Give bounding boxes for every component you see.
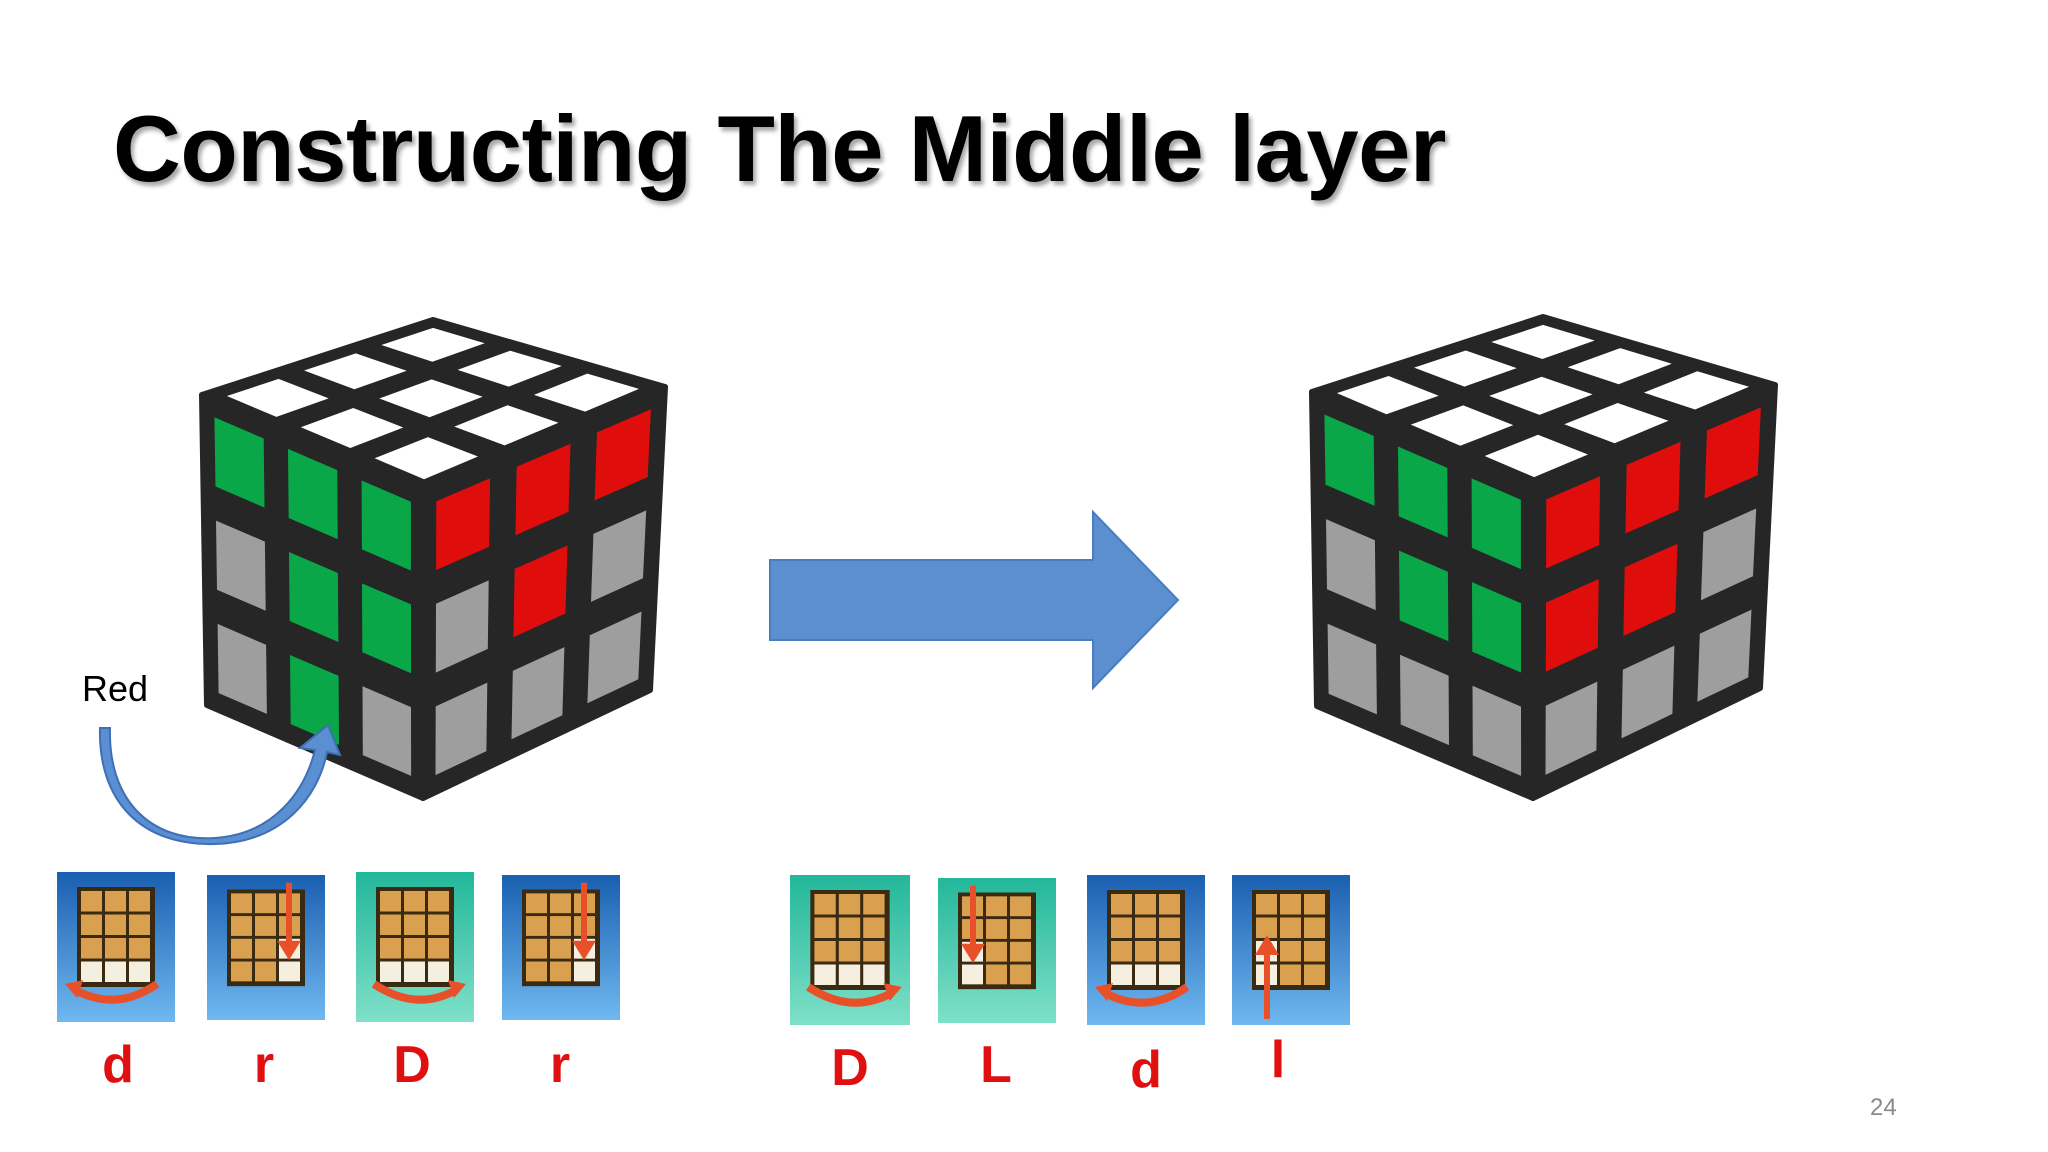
right-sticker: [594, 409, 651, 501]
top-sticker: [1414, 350, 1517, 387]
cube-before: [199, 317, 668, 801]
left-column-down-icon: [938, 878, 1056, 1023]
front-sticker: [217, 623, 267, 714]
front-sticker: [1398, 446, 1448, 538]
front-sticker: [361, 480, 411, 571]
top-sticker: [381, 327, 485, 362]
right-sticker: [436, 478, 491, 570]
move-label: D: [393, 1036, 431, 1094]
top-sticker: [1410, 405, 1514, 446]
move-label: l: [1270, 1031, 1286, 1089]
right-sticker: [1621, 645, 1675, 739]
right-sticker: [591, 510, 647, 602]
move-label: D: [831, 1039, 869, 1097]
transition-arrow: [769, 509, 1180, 691]
front-sticker: [1472, 685, 1522, 776]
right-sticker: [511, 647, 565, 740]
top-sticker: [1643, 371, 1749, 410]
right-sticker: [435, 682, 488, 776]
right-sticker: [1623, 543, 1678, 636]
top-sticker: [457, 350, 562, 387]
front-sticker: [289, 552, 339, 642]
bottom-layer-turn-left-icon: [57, 872, 175, 1022]
front-sticker: [1324, 414, 1375, 506]
top-sticker: [374, 437, 478, 480]
front-sticker: [1326, 519, 1376, 611]
right-sticker: [1545, 681, 1598, 775]
right-sticker: [1701, 508, 1757, 601]
top-sticker: [1336, 376, 1439, 415]
front-sticker: [214, 417, 265, 508]
front-sticker: [362, 583, 411, 674]
slide-title: Constructing The Middle layer: [113, 96, 1447, 201]
bottom-layer-turn-right-icon: [790, 875, 910, 1025]
top-sticker: [379, 379, 483, 418]
top-sticker: [1564, 403, 1669, 444]
front-sticker: [1400, 654, 1449, 746]
right-sticker: [513, 545, 568, 638]
top-sticker: [1489, 376, 1593, 415]
face-color-label: Red: [82, 668, 149, 709]
front-sticker: [1399, 550, 1449, 642]
right-column-down-icon: [502, 875, 620, 1020]
top-sticker: [1484, 434, 1588, 478]
front-sticker: [1472, 582, 1521, 673]
front-sticker: [288, 448, 338, 540]
top-sticker: [300, 408, 404, 448]
top-sticker: [304, 353, 407, 390]
right-sticker: [1625, 441, 1681, 534]
top-sticker: [454, 405, 559, 446]
right-sticker: [1704, 407, 1761, 499]
page-number: 24: [1870, 1094, 1897, 1121]
top-sticker: [226, 378, 329, 417]
front-sticker: [362, 686, 412, 776]
right-column-down-icon: [207, 875, 325, 1020]
top-sticker: [1567, 348, 1672, 385]
front-sticker: [1471, 478, 1521, 570]
right-sticker: [1697, 609, 1752, 702]
front-sticker: [1327, 623, 1377, 715]
move-label: r: [253, 1036, 275, 1094]
right-sticker: [435, 580, 489, 673]
right-sticker: [587, 611, 642, 704]
top-sticker: [1491, 324, 1595, 359]
move-label: L: [980, 1036, 1012, 1094]
left-column-up-icon: [1232, 875, 1350, 1025]
cube-after: [1309, 314, 1778, 801]
bottom-layer-turn-left-icon: [1087, 875, 1205, 1025]
front-sticker: [216, 520, 266, 611]
top-sticker: [533, 373, 639, 412]
move-label: r: [549, 1036, 571, 1094]
right-sticker: [1545, 579, 1599, 672]
move-label: d: [102, 1036, 134, 1094]
bottom-layer-turn-right-icon: [356, 872, 474, 1022]
front-sticker: [290, 655, 339, 745]
rotation-arrow-icon: [98, 723, 342, 846]
right-sticker: [515, 443, 571, 536]
move-label: d: [1130, 1041, 1162, 1099]
right-sticker: [1546, 476, 1601, 569]
